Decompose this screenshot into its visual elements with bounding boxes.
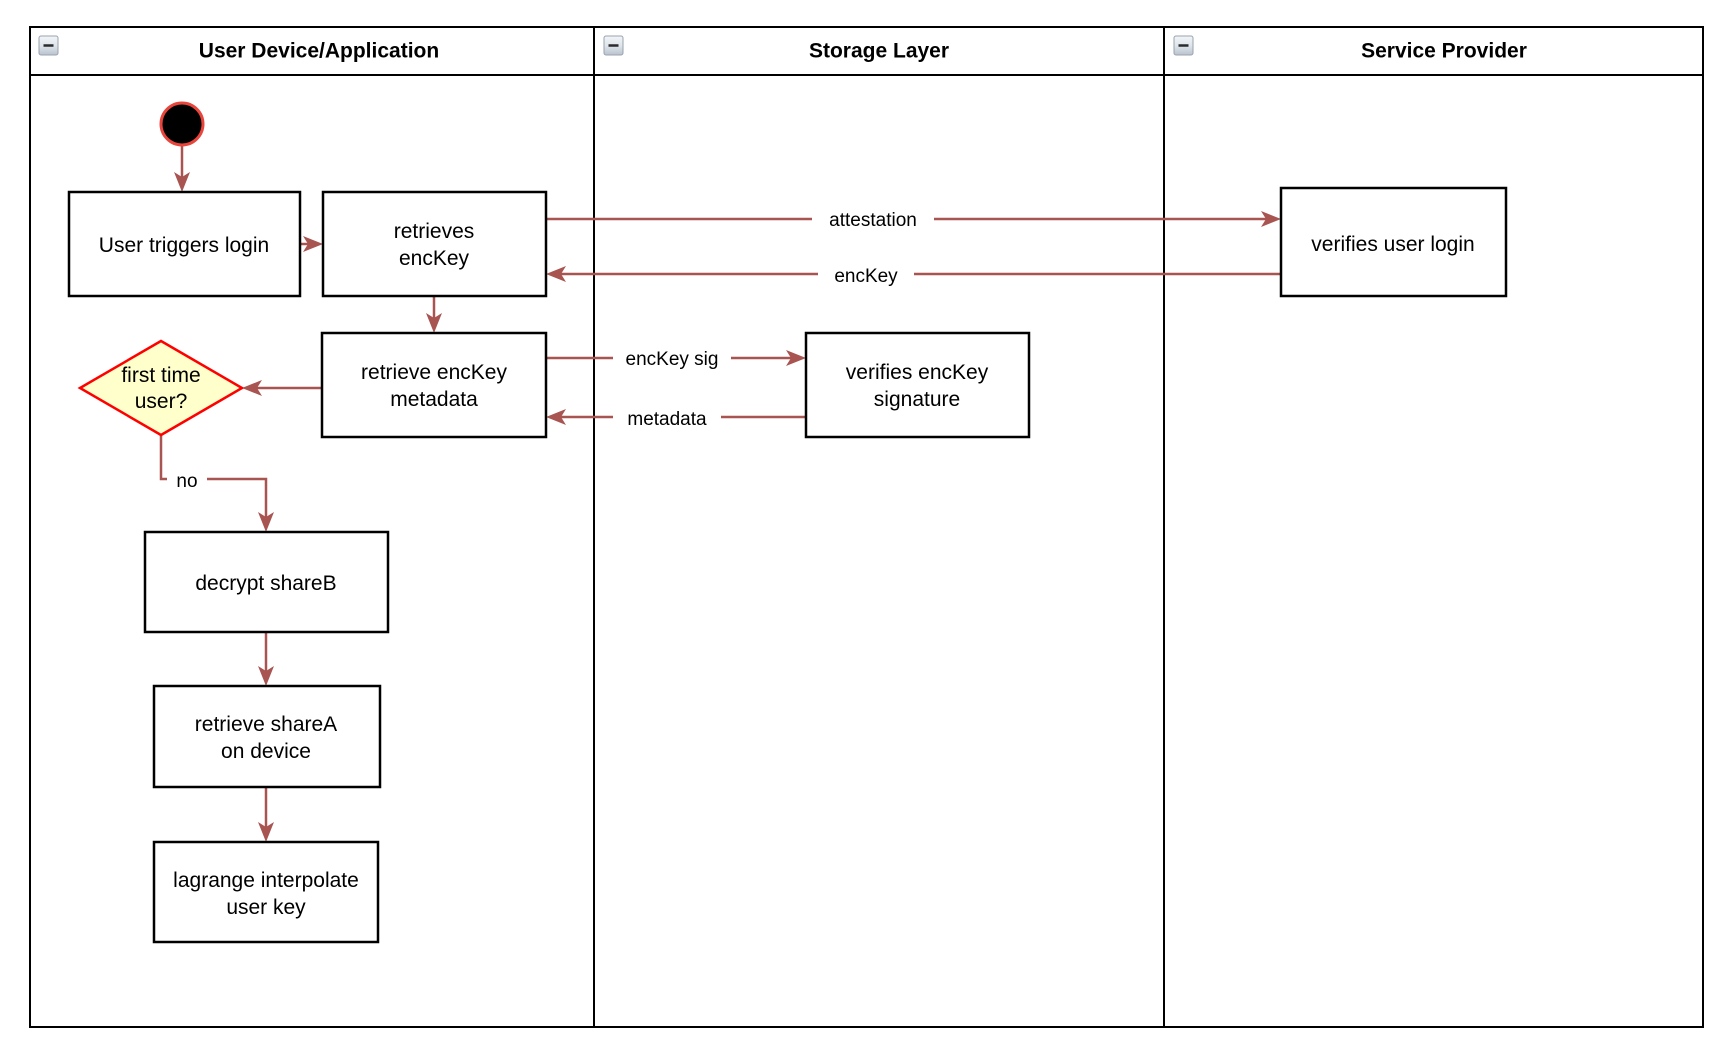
node-label-first-time-user-line2: user? bbox=[135, 390, 188, 413]
node-label-first-time-user-line1: first time bbox=[121, 364, 200, 387]
edge-metadata-to-decision bbox=[242, 380, 322, 396]
lane-title-storage: Storage Layer bbox=[809, 40, 949, 63]
edge-login-to-retrieves bbox=[300, 236, 323, 252]
node-label-verifies-enckey-sig-line1: verifies encKey bbox=[846, 361, 989, 384]
node-label-lagrange-line2: user key bbox=[226, 896, 306, 919]
node-label-retrieves-enckey-line1: retrieves bbox=[394, 220, 475, 243]
edge-decrypt-to-sharea bbox=[258, 632, 274, 686]
edge-label-attestation: attestation bbox=[829, 210, 917, 231]
edge-enckey-sig: encKey sig bbox=[546, 345, 806, 371]
node-verifies-user-login[interactable]: verifies user login bbox=[1279, 186, 1508, 298]
edge-attestation: attestation bbox=[546, 206, 1281, 232]
edge-enckey-return: encKey bbox=[546, 261, 1281, 287]
node-verifies-enckey-signature[interactable]: verifies encKey signature bbox=[804, 331, 1031, 439]
node-label-lagrange-line1: lagrange interpolate bbox=[173, 869, 359, 892]
node-lagrange-interpolate-user-key[interactable]: lagrange interpolate user key bbox=[152, 840, 380, 944]
edge-start-to-login bbox=[174, 143, 190, 192]
node-retrieves-enckey[interactable]: retrieves encKey bbox=[321, 190, 548, 298]
lane-title-user-device: User Device/Application bbox=[199, 40, 439, 63]
lane-storage[interactable]: Storage Layer bbox=[593, 26, 1165, 1028]
collapse-minus-icon[interactable] bbox=[603, 35, 624, 56]
node-user-triggers-login[interactable]: User triggers login bbox=[67, 190, 302, 298]
node-decrypt-shareb[interactable]: decrypt shareB bbox=[143, 530, 390, 634]
node-label-retrieve-enckey-metadata-line1: retrieve encKey bbox=[361, 361, 507, 384]
node-label-user-triggers-login: User triggers login bbox=[99, 234, 269, 257]
lane-header-service-provider[interactable] bbox=[1163, 26, 1704, 76]
lane-service-provider[interactable]: Service Provider bbox=[1163, 26, 1704, 1028]
node-first-time-user-decision[interactable]: first time user? bbox=[77, 339, 245, 437]
node-label-retrieve-sharea-line2: on device bbox=[221, 740, 311, 763]
edge-sharea-to-lagrange bbox=[258, 787, 274, 842]
lane-body-storage bbox=[593, 74, 1165, 1028]
node-retrieve-enckey-metadata[interactable]: retrieve encKey metadata bbox=[320, 331, 548, 439]
node-label-verifies-user-login: verifies user login bbox=[1311, 233, 1474, 256]
lane-header-storage[interactable] bbox=[593, 26, 1165, 76]
lane-title-service-provider: Service Provider bbox=[1361, 40, 1527, 63]
edge-label-metadata: metadata bbox=[627, 409, 707, 430]
node-label-retrieve-enckey-metadata-line2: metadata bbox=[390, 388, 478, 411]
node-label-verifies-enckey-sig-line2: signature bbox=[874, 388, 960, 411]
node-label-retrieve-sharea-line1: retrieve shareA bbox=[195, 713, 337, 736]
edge-decision-to-decrypt: no bbox=[159, 418, 274, 532]
edge-label-enckey-sig: encKey sig bbox=[626, 349, 719, 370]
node-retrieve-sharea-on-device[interactable]: retrieve shareA on device bbox=[152, 684, 382, 789]
edge-metadata-return: metadata bbox=[546, 404, 806, 430]
node-label-decrypt-shareb: decrypt shareB bbox=[195, 572, 336, 595]
node-label-retrieves-enckey-line2: encKey bbox=[399, 247, 470, 270]
edge-label-enckey: encKey bbox=[834, 266, 898, 287]
edge-retrieves-to-metadata bbox=[426, 295, 442, 333]
collapse-minus-icon[interactable] bbox=[1173, 35, 1194, 56]
collapse-minus-icon[interactable] bbox=[38, 35, 59, 56]
initial-node-start[interactable] bbox=[159, 101, 205, 147]
lane-header-user-device[interactable] bbox=[29, 26, 595, 76]
edge-label-no: no bbox=[176, 471, 197, 492]
